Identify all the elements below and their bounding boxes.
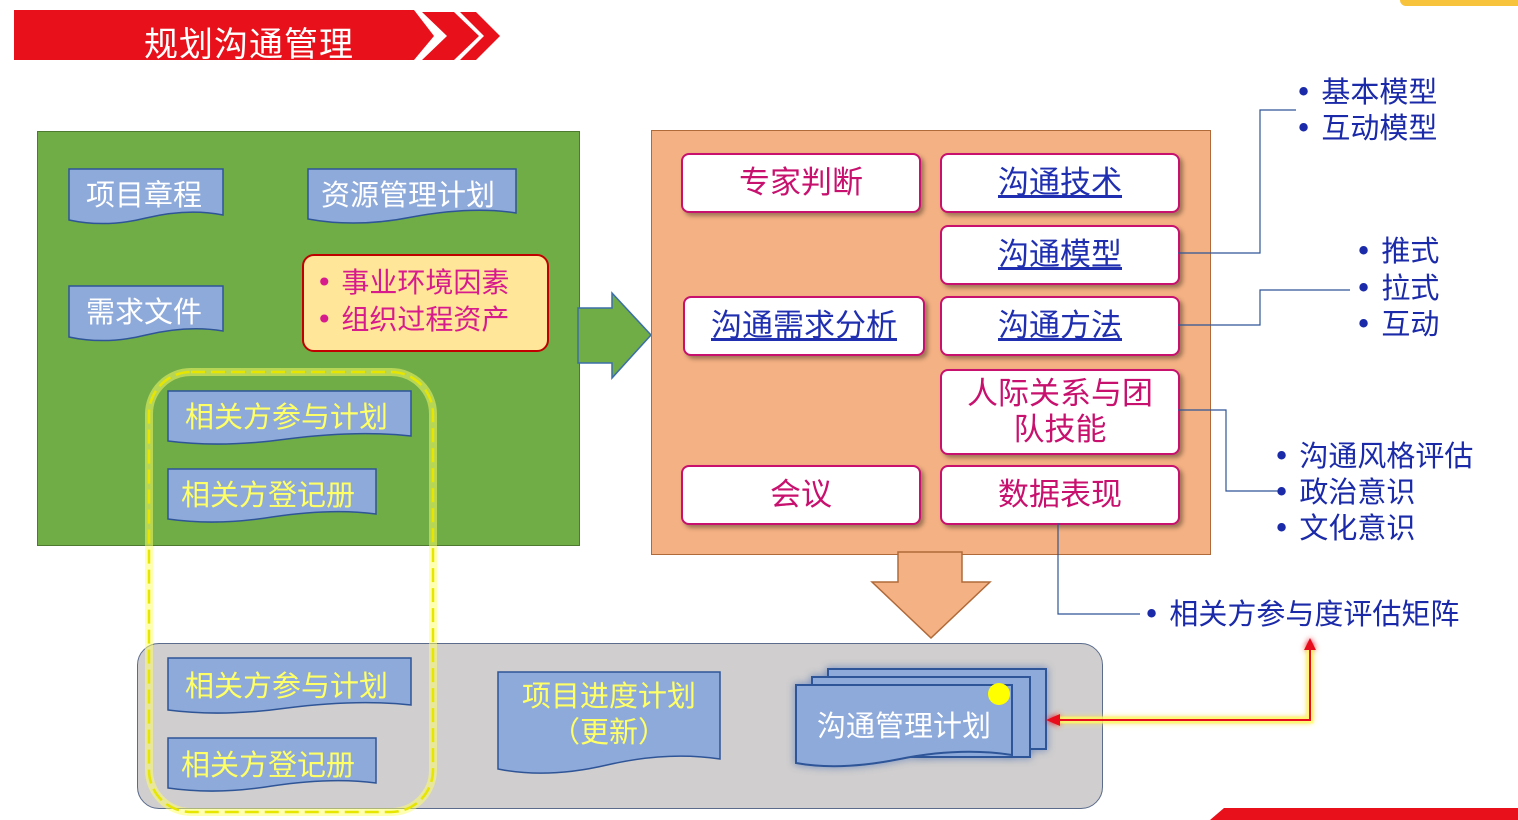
doc-stakeholder-register-input — [167, 468, 377, 523]
tool-comm-needs-label: 沟通需求分析 — [711, 308, 897, 344]
page-title: 规划沟通管理 — [144, 25, 354, 65]
stakeholder-highlight-frame — [145, 368, 437, 816]
label-requirements: 需求文件 — [86, 295, 203, 329]
doc-project-charter — [68, 168, 224, 225]
tool-meetings-label: 会议 — [770, 477, 832, 513]
doc-requirements — [68, 285, 224, 342]
tool-expert-judgment-label: 专家判断 — [739, 165, 863, 201]
inputs-to-tools-arrow — [577, 291, 653, 380]
highlight-dot — [988, 683, 1010, 705]
title-banner: 规划沟通管理 — [14, 10, 500, 65]
doc-comm-plan-stack — [795, 668, 1047, 768]
label-stakeholder-register-input: 相关方登记册 — [181, 478, 356, 512]
tool-comm-methods-label: 沟通方法 — [998, 308, 1122, 344]
note-engagement-matrix: • 相关方参与度评估矩阵 — [1143, 597, 1460, 631]
tool-data-representation-label: 数据表现 — [998, 477, 1122, 513]
tool-interpersonal-label-1: 人际关系与团 — [967, 376, 1153, 412]
doc-stakeholder-plan-output — [167, 657, 412, 714]
note-political: • 政治意识 — [1273, 475, 1416, 509]
label-stakeholder-plan-input: 相关方参与计划 — [185, 400, 389, 434]
label-resource-plan: 资源管理计划 — [321, 178, 496, 212]
tool-comm-technology-label: 沟通技术 — [998, 165, 1122, 201]
tool-comm-models[interactable]: 沟通模型 — [940, 225, 1180, 285]
doc-schedule — [497, 671, 721, 774]
tools-to-outputs-arrow — [870, 551, 992, 640]
tool-comm-methods[interactable]: 沟通方法 — [940, 296, 1180, 356]
doc-stakeholder-plan-input — [167, 390, 412, 445]
note-interactive-model: • 互动模型 — [1295, 111, 1438, 145]
factor-opa: • 组织过程资产 — [316, 303, 510, 336]
label-stakeholder-plan-output: 相关方参与计划 — [185, 669, 389, 703]
label-stakeholder-register-output: 相关方登记册 — [181, 748, 356, 782]
label-schedule-1: 项目进度计划 — [521, 679, 696, 713]
doc-resource-plan — [307, 168, 517, 224]
tool-comm-technology[interactable]: 沟通技术 — [940, 153, 1180, 213]
corner-accent-top — [1400, 0, 1518, 6]
note-basic-model: • 基本模型 — [1295, 75, 1438, 109]
tool-interpersonal-skills[interactable]: 人际关系与团 队技能 — [940, 369, 1180, 455]
corner-accent-bottom — [1210, 808, 1518, 820]
label-schedule-2: （更新） — [550, 715, 667, 749]
tool-data-representation[interactable]: 数据表现 — [940, 465, 1180, 525]
label-project-charter: 项目章程 — [86, 178, 203, 212]
note-cultural: • 文化意识 — [1273, 511, 1416, 545]
label-comm-plan: 沟通管理计划 — [816, 709, 991, 743]
tool-comm-needs[interactable]: 沟通需求分析 — [683, 296, 925, 356]
matrix-to-plan-arrow — [1046, 638, 1316, 726]
note-pull: • 拉式 — [1355, 271, 1440, 305]
note-comm-style: • 沟通风格评估 — [1273, 439, 1474, 473]
tool-meetings[interactable]: 会议 — [681, 465, 921, 525]
banner-shape — [14, 10, 500, 60]
tool-interpersonal-label-2: 队技能 — [1013, 412, 1107, 448]
tool-comm-models-label: 沟通模型 — [998, 237, 1122, 273]
tool-expert-judgment[interactable]: 专家判断 — [681, 153, 921, 213]
note-interactive: • 互动 — [1355, 307, 1440, 341]
factor-eef: • 事业环境因素 — [316, 266, 510, 299]
doc-stakeholder-register-output — [167, 737, 377, 792]
factors-box — [302, 254, 549, 352]
note-push: • 推式 — [1355, 234, 1440, 268]
